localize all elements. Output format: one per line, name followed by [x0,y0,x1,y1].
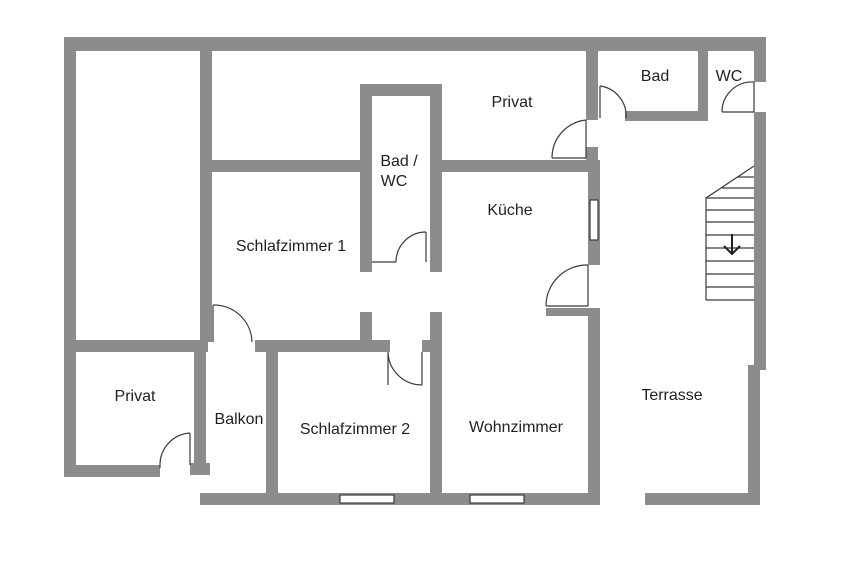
wall-right-mid [754,112,766,370]
wall-bad-wc-divider [698,37,708,121]
wall-top [64,37,766,51]
walls [64,37,766,505]
wall-badwc-right [430,84,442,272]
room-label-privat-top: Privat [492,94,533,111]
wall-bottom-main [200,493,600,505]
wall-bottom-left [64,465,160,477]
wall-v205-top [200,37,212,342]
wall-privat-right-a [586,37,598,120]
room-label-bad-wc-2: WC [381,173,408,190]
room-label-schlafzimmer1: Schlafzimmer 1 [236,238,346,255]
wall-right-bottom [748,365,760,505]
room-labels: Privat Bad WC Bad / WC Küche Schlafzimme… [115,68,743,438]
window-wz [469,494,525,504]
doors [159,81,755,468]
window-sz2 [339,494,395,504]
staircase [705,165,755,301]
wall-left [64,37,76,477]
windows [339,199,599,504]
wall-bad-bottom [625,111,708,121]
staircase-outline [705,165,755,301]
room-label-balkon: Balkon [215,411,264,428]
wall-badwc-left [360,84,372,272]
wall-privat-right-b [586,147,598,172]
wall-stub-center-left [360,312,372,342]
room-label-privat-left: Privat [115,388,156,405]
door-sz2 [387,351,423,386]
arrow-down-icon [723,234,741,256]
wall-wz-right [588,308,600,505]
wall-terrasse-bottom [645,493,760,505]
wall-v205-bottom [194,340,206,475]
door-kueche [545,264,589,307]
door-wc [721,81,755,113]
wall-h165-left [200,160,372,172]
wall-balkon-right [266,340,278,505]
wall-h345-a [255,340,390,352]
wall-sz2-wz [430,340,442,505]
door-balkon [212,304,253,343]
door-bad [599,85,627,119]
window-kueche [589,199,599,241]
room-label-wohnzimmer: Wohnzimmer [469,419,564,436]
door-badwc [372,231,427,263]
room-label-schlafzimmer2: Schlafzimmer 2 [300,421,410,438]
wall-kueche-right-b [546,308,588,316]
wall-right-top [754,37,766,82]
room-label-wc: WC [716,68,743,85]
room-label-terrasse: Terrasse [641,387,702,404]
room-label-bad: Bad [641,68,669,85]
room-label-bad-wc-1: Bad / [380,153,418,170]
room-label-kueche: Küche [487,202,532,219]
wall-privat-left-top [64,340,208,352]
door-privat-left [159,432,191,468]
wall-badwc-top [360,84,442,96]
door-privat-top [551,119,587,159]
wall-h165-right [432,160,600,172]
